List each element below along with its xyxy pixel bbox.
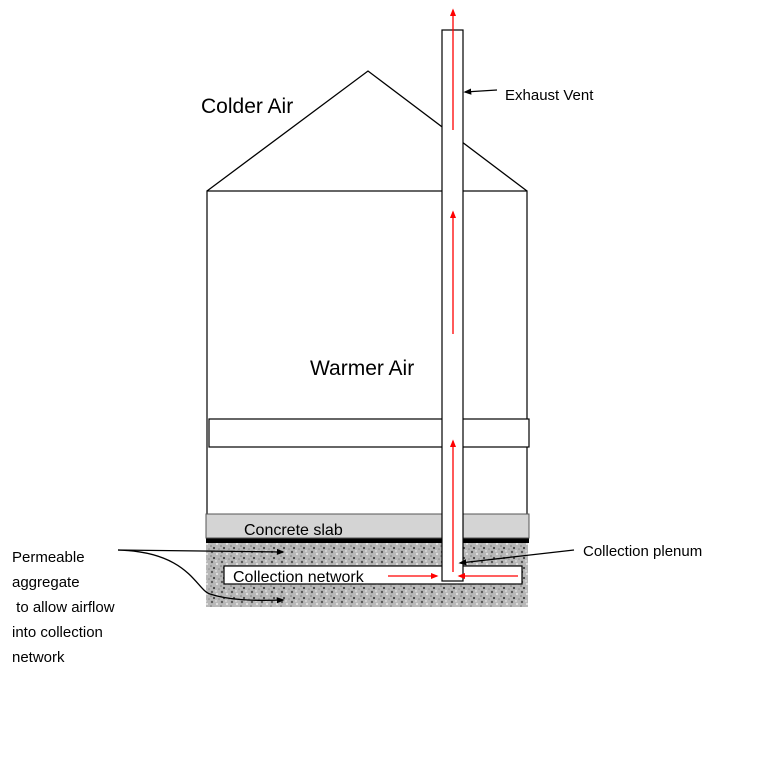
aggregate-text-line-3: to allow airflow <box>12 599 115 616</box>
collection-plenum-label: Collection plenum <box>583 543 702 560</box>
concrete-slab <box>205 513 530 539</box>
plenum-pointer <box>458 549 575 566</box>
exhaust-vent-pointer <box>463 88 498 95</box>
aggregate-text-line-5: network <box>12 649 65 666</box>
aggregate-text-line-1: Permeable <box>12 549 85 566</box>
airflow-arrows <box>388 8 518 580</box>
concrete-slab-label: Concrete slab <box>244 522 343 539</box>
aggregate-description: Permeable aggregate to allow airflow int… <box>12 549 115 666</box>
vapor-barrier <box>206 538 529 543</box>
exhaust-vent-label: Exhaust Vent <box>505 87 594 104</box>
aggregate-pointer-upper <box>117 548 285 556</box>
callout-arrows <box>117 88 575 604</box>
floor-band <box>208 418 530 448</box>
aggregate-text-line-4: into collection <box>12 624 103 641</box>
house-roof <box>206 70 528 192</box>
warmer-air-label: Warmer Air <box>310 357 414 380</box>
collection-network-label: Collection network <box>233 569 365 586</box>
colder-air-label: Colder Air <box>201 95 293 118</box>
house-walls <box>206 190 528 516</box>
aggregate-text-line-2: aggregate <box>12 574 80 591</box>
aggregate-pointer-lower <box>117 549 285 604</box>
